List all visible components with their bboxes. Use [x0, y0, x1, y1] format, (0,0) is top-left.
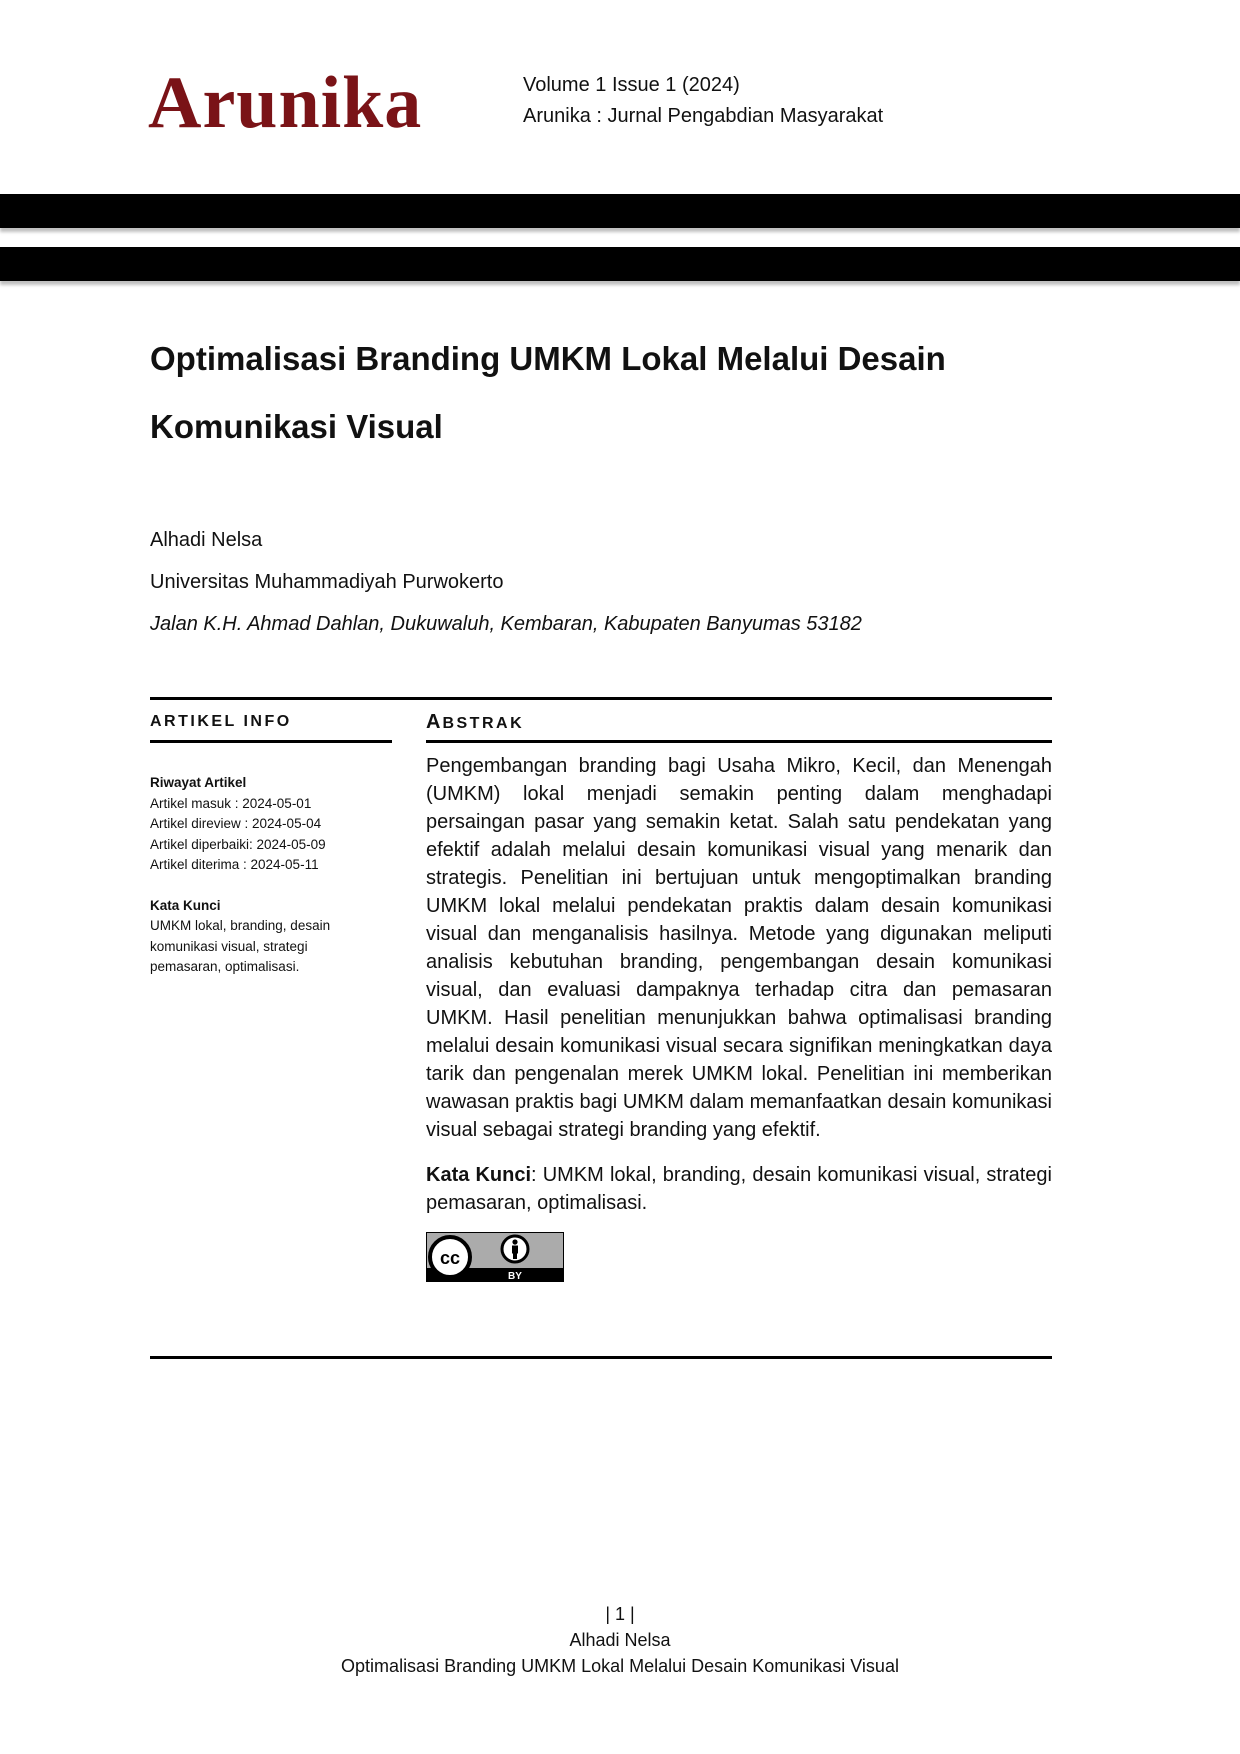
top-rule — [150, 697, 1052, 700]
abstract-keywords: Kata Kunci: UMKM lokal, branding, desain… — [426, 1161, 1052, 1217]
title-line-2: Komunikasi Visual — [150, 408, 443, 445]
journal-logo: Arunika — [148, 58, 478, 148]
by-label: BY — [508, 1271, 522, 1281]
info-heading-rule — [150, 740, 392, 743]
footer-title: Optimalisasi Branding UMKM Lokal Melalui… — [341, 1656, 899, 1676]
cc-by-icon: cc BY — [427, 1233, 563, 1282]
author-name: Alhadi Nelsa — [150, 529, 263, 551]
article-info: ARTIKEL INFO Riwayat Artikel Artikel mas… — [150, 712, 392, 978]
journal-name: Arunika : Jurnal Pengabdian Masyarakat — [523, 105, 884, 127]
article-history: Riwayat Artikel Artikel masuk : 2024-05-… — [150, 773, 392, 876]
abstract-heading-rule — [426, 740, 1052, 743]
keywords-line: komunikasi visual, strategi — [150, 938, 308, 954]
author-affiliation: Universitas Muhammadiyah Purwokerto — [150, 571, 504, 593]
logo-wordmark: Arunika — [148, 62, 423, 144]
keywords-line: UMKM lokal, branding, desain — [150, 918, 331, 933]
volume-issue: Volume 1 Issue 1 (2024) — [523, 74, 740, 96]
header-band-bottom — [0, 247, 1240, 281]
article-title: Optimalisasi Branding UMKM Lokal Melalui… — [150, 325, 1110, 461]
abstract-text: Pengembangan branding bagi Usaha Mikro, … — [426, 755, 1052, 1141]
journal-header: Volume 1 Issue 1 (2024) Arunika : Jurnal… — [523, 70, 883, 132]
history-label: Riwayat Artikel — [150, 775, 247, 790]
cc-label: cc — [440, 1248, 460, 1268]
keywords-line: pemasaran, optimalisasi. — [150, 959, 300, 974]
bottom-rule — [150, 1356, 1052, 1359]
abstract-keywords-text: : UMKM lokal, branding, desain komunikas… — [426, 1164, 1052, 1214]
author-address: Jalan K.H. Ahmad Dahlan, Dukuwaluh, Kemb… — [150, 613, 862, 635]
abstract-keywords-label: Kata Kunci — [426, 1164, 532, 1186]
history-item: Artikel direview : 2024-05-04 — [150, 816, 322, 831]
info-keywords: Kata Kunci UMKM lokal, branding, desain … — [150, 896, 392, 978]
page-number: | 1 | — [605, 1604, 635, 1624]
history-item: Artikel diterima : 2024-05-11 — [150, 857, 319, 872]
history-item: Artikel diperbaiki: 2024-05-09 — [150, 836, 326, 852]
author-block: Alhadi Nelsa Universitas Muhammadiyah Pu… — [150, 524, 862, 650]
cc-by-license-badge[interactable]: cc BY — [426, 1232, 564, 1282]
footer-author: Alhadi Nelsa — [569, 1630, 671, 1650]
keywords-label: Kata Kunci — [150, 897, 221, 913]
header-band-top — [0, 194, 1240, 228]
article-info-heading: ARTIKEL INFO — [150, 713, 292, 730]
abstract-heading-wrap: ABSTRAK — [426, 712, 1052, 734]
abstract-heading: ABSTRAK — [426, 711, 525, 733]
history-item: Artikel masuk : 2024-05-01 — [150, 795, 312, 811]
title-line-1: Optimalisasi Branding UMKM Lokal Melalui… — [150, 340, 946, 377]
